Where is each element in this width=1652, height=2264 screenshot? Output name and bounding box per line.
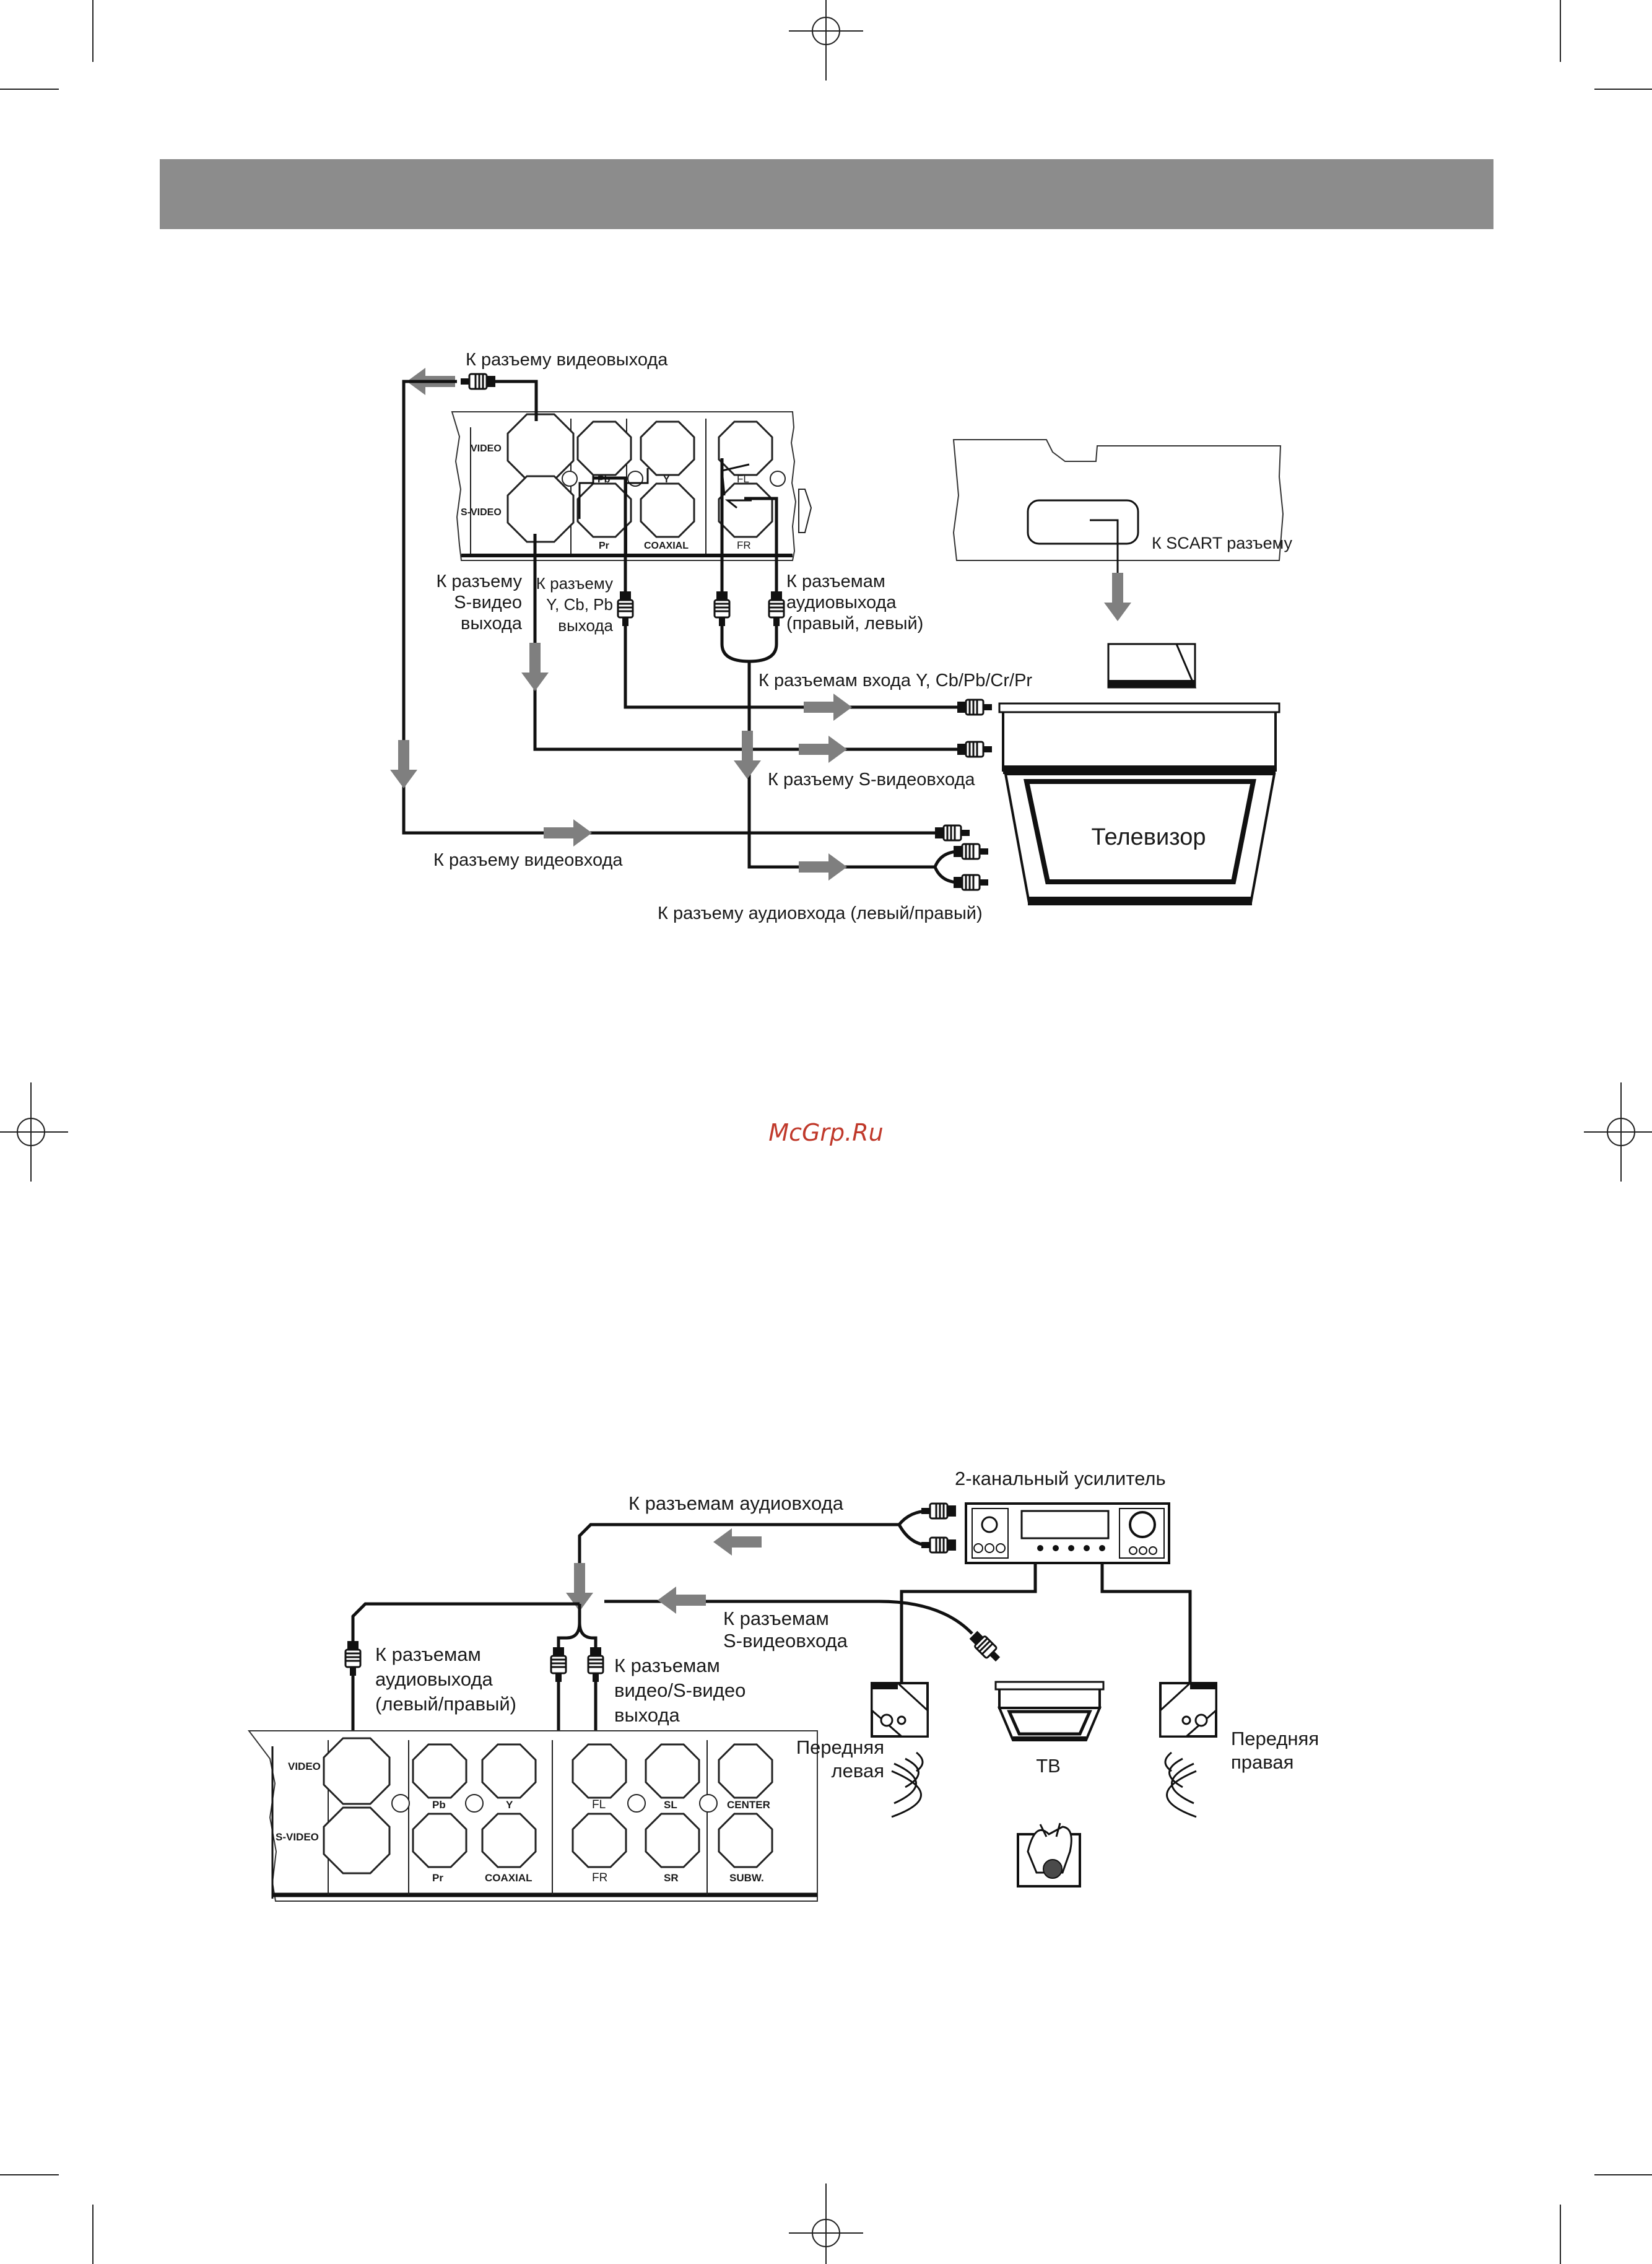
panel1-pr-label: Pr xyxy=(599,541,609,551)
label-video-out: К разъему видеовыхода xyxy=(466,350,668,370)
tv-small xyxy=(994,1681,1105,1741)
audio-cable-right xyxy=(744,497,778,591)
panel2-video-label: VIDEO xyxy=(288,1761,321,1772)
panel2-fr-label: FR xyxy=(592,1871,607,1884)
label-audio-out-2: аудиовыхода xyxy=(375,1668,493,1690)
video-cable xyxy=(495,380,538,421)
panel1-svideo-label: S-VIDEO xyxy=(461,507,502,518)
label-audio-out-3: (правый, левый) xyxy=(786,614,923,633)
label-scart: К SCART разъему xyxy=(1152,534,1293,552)
label-ycbpb-2: Y, Cb, Pb xyxy=(546,595,613,614)
label-audio-out-2: аудиовыхода xyxy=(786,593,897,612)
dvd-rear-panel-1: VIDEO S-VIDEO Pb Y Pr COAXIAL FL FR xyxy=(451,411,812,561)
label-audio-out-3: (левый/правый) xyxy=(375,1693,516,1715)
label-video-in: К разъему видеовхода xyxy=(433,850,623,870)
diagram-amplifier-connection: VIDEO S-VIDEO Pb Y Pr COAXIAL FL FR SL S… xyxy=(247,1468,1319,1902)
label-amplifier: 2-канальный усилитель xyxy=(955,1468,1166,1489)
label-video-out-1: К разъемам xyxy=(614,1655,720,1676)
panel1-video-label: VIDEO xyxy=(471,443,502,454)
panel1-y-label: Y xyxy=(663,474,670,485)
dvd-rear-panel-2: VIDEO S-VIDEO Pb Y Pr COAXIAL FL FR SL S… xyxy=(247,1730,818,1902)
watermark: McGrp.Ru xyxy=(768,1119,883,1146)
label-ycbpb-3: выхода xyxy=(558,616,613,635)
amplifier xyxy=(965,1502,1170,1564)
label-tv-2: ТВ xyxy=(1036,1755,1061,1777)
tv-set xyxy=(998,702,1280,905)
scart-device xyxy=(952,439,1284,689)
svideo-cable xyxy=(533,534,957,751)
label-front-right-2: правая xyxy=(1231,1751,1293,1773)
panel2-pr-label: Pr xyxy=(432,1872,443,1884)
label-svideo-out-2: S-видео xyxy=(454,593,522,612)
panel2-sr-label: SR xyxy=(664,1872,679,1884)
label-audio-in: К разъемам аудиовхода xyxy=(628,1492,844,1514)
label-svideo-in: К разъему S-видеовхода xyxy=(768,770,975,790)
label-video-out-3: выхода xyxy=(614,1704,680,1726)
panel2-fl-label: FL xyxy=(592,1798,606,1811)
diagram-tv-connection: VIDEO S-VIDEO Pb Y Pr COAXIAL FL FR xyxy=(390,350,1293,923)
label-ycbpb-1: К разъему xyxy=(536,574,613,593)
panel1-coaxial-label: COAXIAL xyxy=(644,541,689,551)
component-cable xyxy=(593,476,627,591)
listener-figure xyxy=(1017,1822,1081,1887)
label-video-out-2: видео/S-видео xyxy=(614,1679,746,1701)
panel2-center-label: CENTER xyxy=(727,1799,770,1811)
label-audio-out-1: К разъемам xyxy=(375,1644,481,1665)
speaker-front-left xyxy=(871,1682,929,1818)
label-tv: Телевизор xyxy=(1092,824,1206,850)
panel1-fr-label: FR xyxy=(737,539,751,551)
panel2-coaxial-label: COAXIAL xyxy=(485,1872,533,1884)
panel2-y-label: Y xyxy=(506,1799,513,1811)
label-front-right-1: Передняя xyxy=(1231,1728,1319,1749)
label-ycbpb-in: К разъемам входа Y, Cb/Pb/Cr/Pr xyxy=(759,671,1032,690)
label-audio-in: К разъему аудиовхода (левый/правый) xyxy=(658,903,983,923)
label-audio-out-1: К разъемам xyxy=(786,572,885,591)
panel2-subw-label: SUBW. xyxy=(729,1872,764,1884)
panel2-pb-label: Pb xyxy=(432,1799,446,1811)
label-front-left-1: Передняя xyxy=(796,1736,884,1758)
panel1-fl-label: FL xyxy=(737,473,749,485)
label-svideo-out-3: выхода xyxy=(461,614,523,633)
speaker-front-right xyxy=(1159,1682,1217,1818)
label-svideo-in-2: S-видеовхода xyxy=(723,1630,848,1652)
panel2-sl-label: SL xyxy=(664,1799,677,1811)
label-svideo-out-1: К разъему xyxy=(436,572,522,591)
panel2-svideo-label: S-VIDEO xyxy=(276,1831,319,1843)
label-svideo-in-1: К разъемам xyxy=(723,1608,829,1629)
label-front-left-2: левая xyxy=(832,1760,884,1782)
header-bar xyxy=(160,159,1493,229)
